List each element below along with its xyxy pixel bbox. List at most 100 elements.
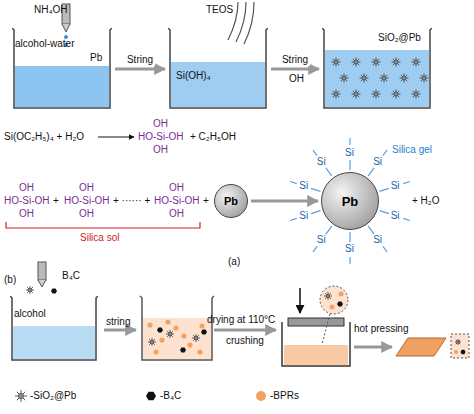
drawing-stroke xyxy=(38,280,46,287)
drawing-stroke xyxy=(104,329,136,332)
star-core xyxy=(326,294,330,298)
bprs-dot xyxy=(165,319,170,324)
star-core xyxy=(168,332,172,336)
star-core xyxy=(334,92,338,96)
annotation: OH xyxy=(19,182,34,194)
legend-swatch xyxy=(256,391,266,401)
annotation: OH xyxy=(169,208,184,220)
drawing-stroke xyxy=(349,160,350,170)
annotation: OH xyxy=(153,118,168,130)
annotation: TEOS xyxy=(206,4,233,16)
drawing-stroke xyxy=(349,232,350,242)
drawing-stroke xyxy=(313,150,317,156)
annotation: Si(OC₂H₅)₄ + H₂O xyxy=(4,131,84,143)
annotation: HO-Si-OH xyxy=(154,195,200,207)
legend-symbol xyxy=(144,389,158,403)
star-core xyxy=(414,60,418,64)
beaker-wall xyxy=(12,28,112,108)
annotation: OH xyxy=(153,144,168,156)
star-core xyxy=(374,60,378,64)
drawing-stroke xyxy=(368,226,374,234)
bprs-dot xyxy=(173,325,178,330)
annotation: Silica gel xyxy=(392,144,432,156)
drawing-stroke xyxy=(454,350,458,354)
process-arrow xyxy=(251,200,318,203)
annotation: drying at 110°C xyxy=(207,314,275,326)
annotation: string xyxy=(106,316,130,328)
drawing-stroke xyxy=(290,218,297,220)
drawing-stroke xyxy=(379,211,389,214)
star-core xyxy=(382,76,386,80)
annotation: + xyxy=(53,195,59,207)
legend-symbol xyxy=(14,389,28,403)
sphere-label: Pb xyxy=(224,195,238,207)
beaker-label: alcohol xyxy=(14,308,46,320)
reaction-arrow xyxy=(98,137,134,138)
beaker: SiO₂@Pb xyxy=(322,28,432,110)
hexagon xyxy=(51,288,57,293)
star-core xyxy=(150,340,154,344)
bprs-dot xyxy=(181,333,186,338)
drawing-stroke xyxy=(140,296,214,360)
annotation: OH xyxy=(169,182,184,194)
liquid xyxy=(325,50,429,107)
bprs-dot xyxy=(153,349,158,354)
star-core xyxy=(342,76,346,80)
star-core xyxy=(402,76,406,80)
beaker-label: Pb xyxy=(90,52,102,64)
beaker-label: alcohol-water xyxy=(15,38,74,50)
annotation: Si xyxy=(373,234,382,246)
annotation: + ······ + xyxy=(113,195,150,207)
annotation: Silica sol xyxy=(80,232,119,244)
star-core xyxy=(394,92,398,96)
annotation: crushing xyxy=(226,335,264,347)
annotation: hot pressing xyxy=(354,323,408,335)
annotation: HO-Si-OH xyxy=(4,195,50,207)
star-core xyxy=(28,288,32,292)
annotation: Si xyxy=(391,210,400,222)
annotation: + xyxy=(203,195,209,207)
liquid xyxy=(15,66,109,107)
annotation: + H₂O xyxy=(412,195,440,207)
drawing-stroke xyxy=(38,262,46,280)
drawing-stroke xyxy=(282,322,350,366)
hexagon xyxy=(157,327,163,332)
beaker-wall xyxy=(10,296,98,360)
drawing-stroke xyxy=(320,286,348,314)
drawing-stroke xyxy=(383,246,387,252)
annotation: HO-Si-OH xyxy=(64,195,110,207)
drawing-stroke xyxy=(326,168,332,176)
drawing-stroke xyxy=(311,211,321,214)
annotation: Si xyxy=(299,210,308,222)
star-core xyxy=(394,60,398,64)
hexagon xyxy=(180,347,186,352)
drawing-stroke xyxy=(288,318,344,326)
annotation: Si xyxy=(373,156,382,168)
drawing-stroke xyxy=(339,292,344,297)
annotation: NH₄OH xyxy=(34,4,68,16)
drawing-stroke xyxy=(383,150,387,156)
drawing-stroke xyxy=(311,188,321,191)
star-core xyxy=(414,92,418,96)
drawing-stroke xyxy=(143,318,211,359)
annotation: + C₂H₅OH xyxy=(190,131,236,143)
hexagon xyxy=(461,350,466,354)
drawing-stroke xyxy=(396,338,446,356)
beaker-outline xyxy=(168,28,268,110)
beaker: alcohol xyxy=(10,296,98,362)
annotation: (b) xyxy=(4,274,16,286)
liquid xyxy=(13,326,95,359)
star-core xyxy=(194,336,198,340)
drawing-stroke xyxy=(290,182,297,184)
process-arrow xyxy=(271,68,319,71)
bprs-dot xyxy=(199,323,204,328)
star-core xyxy=(374,92,378,96)
pb-sphere: Pb xyxy=(321,172,379,230)
liquid xyxy=(171,62,265,107)
annotation: Si xyxy=(345,243,354,255)
star-core xyxy=(354,92,358,96)
drawing-stroke xyxy=(403,218,410,220)
hexagon xyxy=(201,329,207,334)
drawing-stroke xyxy=(313,246,317,252)
legend-label: -SiO₂@Pb xyxy=(30,390,76,402)
